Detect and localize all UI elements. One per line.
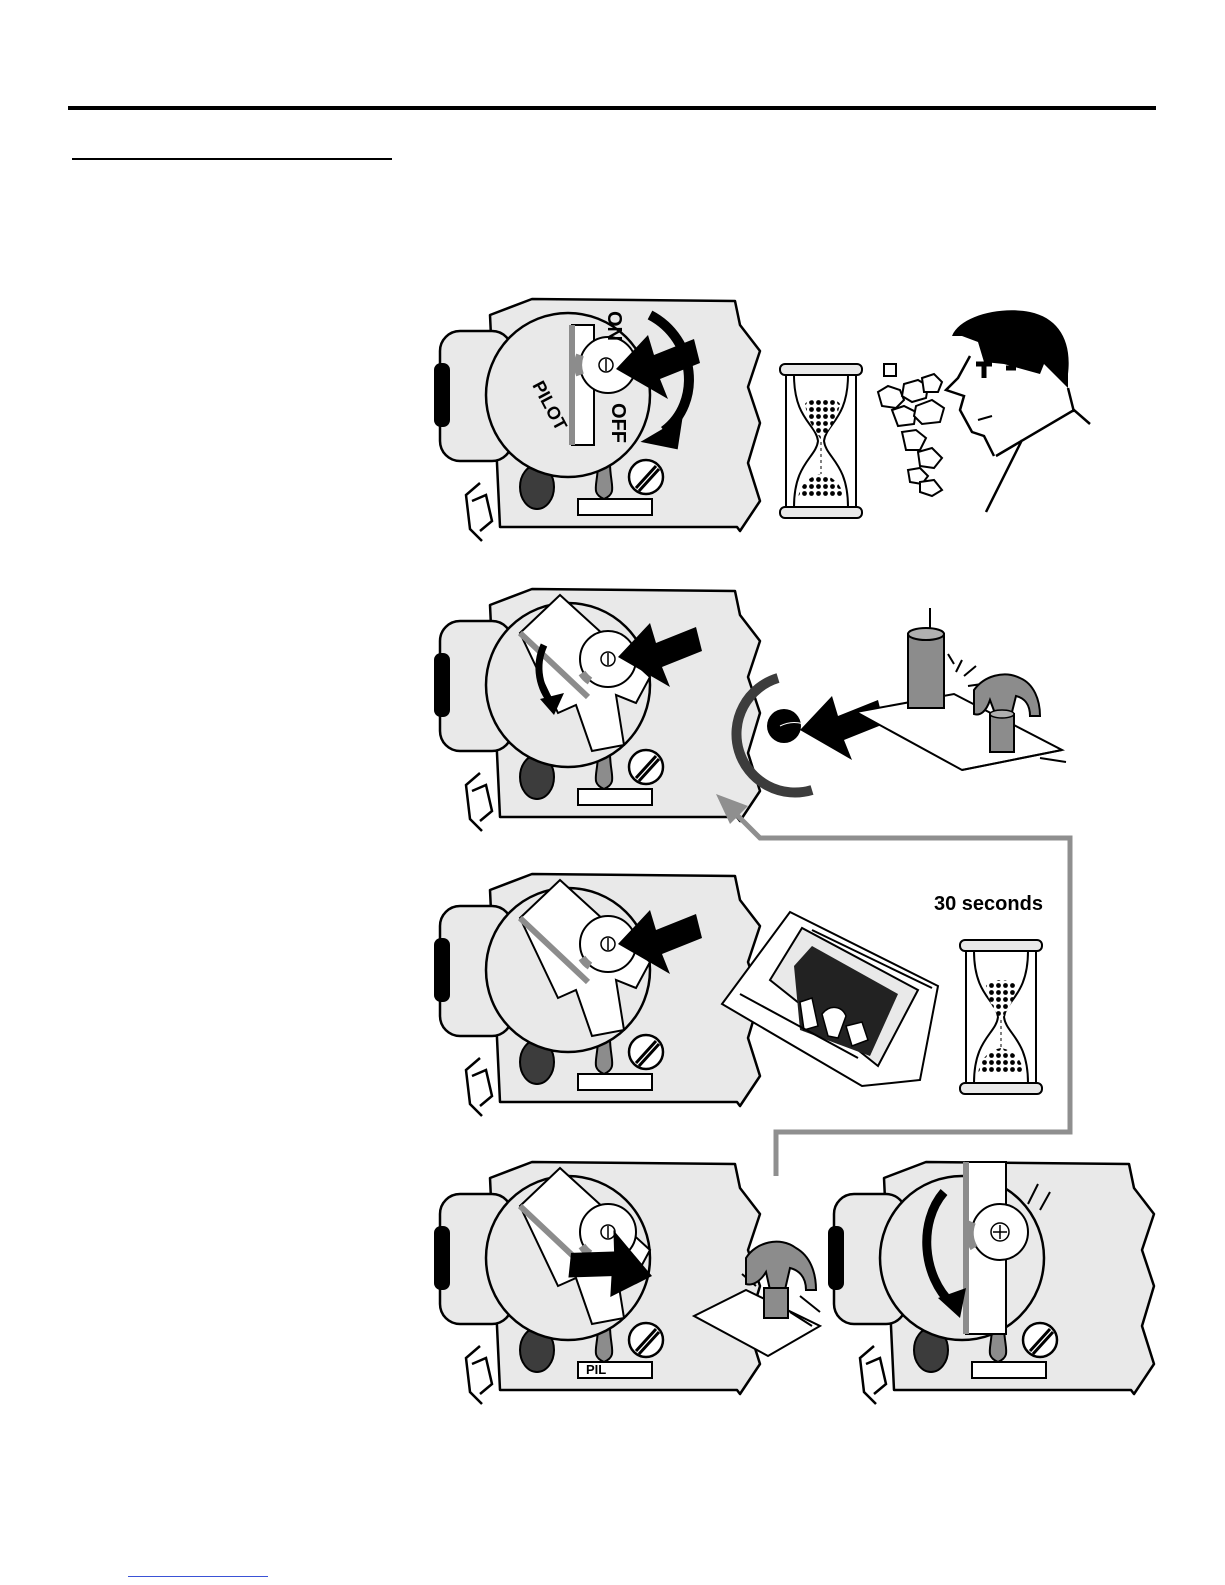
step4-valve: PIL (434, 1162, 760, 1404)
pilot-burner (856, 608, 1066, 770)
step1-hourglass (780, 364, 862, 518)
step3-valve (434, 874, 760, 1116)
dial-label-off: OFF (607, 403, 629, 443)
smoke-cloud (878, 364, 944, 496)
spark-icon (948, 654, 982, 686)
step4-valve-on (828, 1162, 1154, 1404)
timer-label: 30 seconds (934, 893, 1043, 915)
step3-hourglass (960, 940, 1042, 1094)
igniter-push-arrow (800, 696, 884, 760)
person-head (946, 310, 1090, 512)
plate-label: PIL (586, 1362, 606, 1377)
step1-valve: ON OFF PILOT (434, 299, 760, 541)
dial-label-on: ON (603, 311, 625, 341)
step2-valve (434, 589, 760, 831)
igniter-button (736, 678, 884, 793)
